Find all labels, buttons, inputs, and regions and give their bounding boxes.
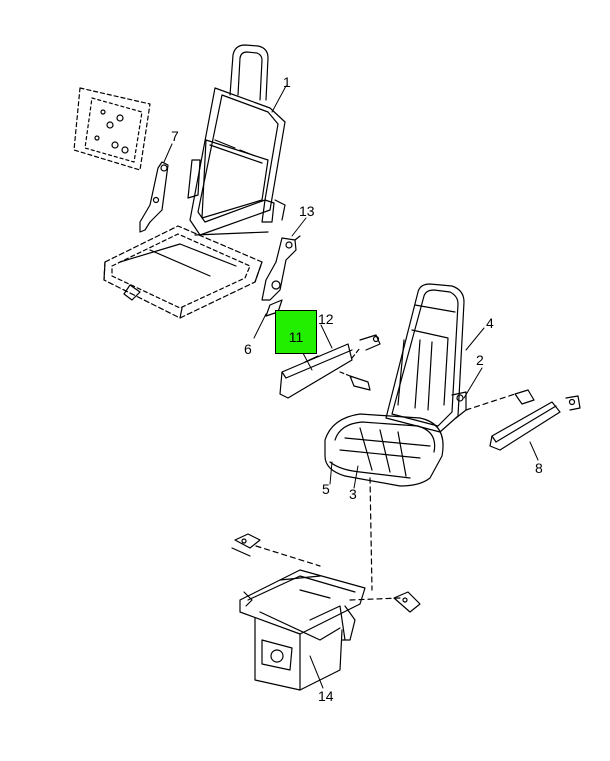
callout-2[interactable]: 2 (476, 352, 484, 368)
callout-8[interactable]: 8 (535, 460, 543, 476)
callout-13[interactable]: 13 (299, 203, 315, 219)
callout-4[interactable]: 4 (486, 315, 494, 331)
assembly-lines (255, 393, 516, 601)
recliner-mechanism (261, 235, 301, 317)
callout-1[interactable]: 1 (283, 74, 291, 90)
callout-12[interactable]: 12 (318, 311, 334, 327)
callout-7[interactable]: 7 (171, 128, 179, 144)
armrest-right (489, 389, 581, 451)
seat-assembly (324, 283, 467, 487)
highlighted-part-box[interactable]: 11 (275, 310, 317, 354)
callout-5[interactable]: 5 (322, 481, 330, 497)
callout-3[interactable]: 3 (349, 486, 357, 502)
highlighted-part-label: 11 (288, 329, 304, 345)
seat-pan-frame (103, 225, 263, 319)
callout-6[interactable]: 6 (244, 341, 252, 357)
leader-lines (163, 85, 539, 689)
side-bracket (73, 87, 169, 233)
callout-14[interactable]: 14 (318, 688, 334, 704)
suspension-base (231, 533, 421, 691)
seat-back-frame (187, 44, 286, 236)
